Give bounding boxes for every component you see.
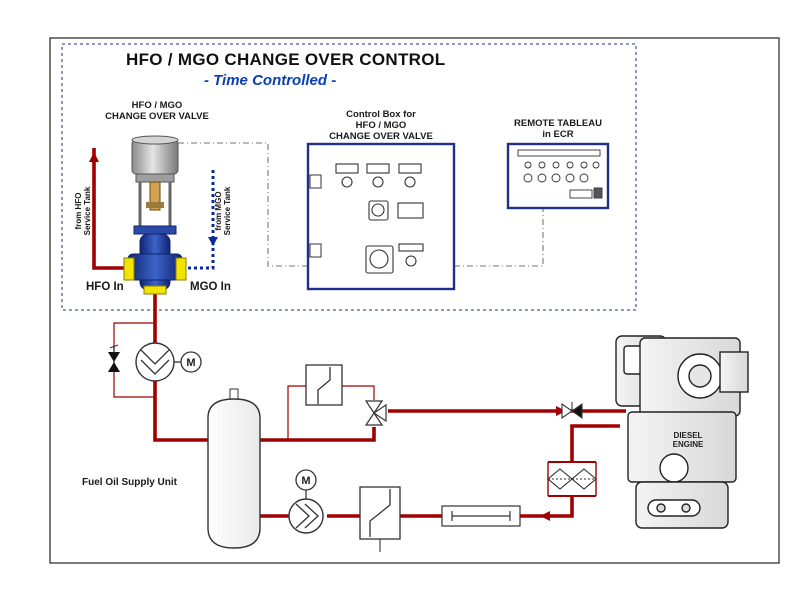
mgo-tank-label: from MGO Service Tank (214, 181, 234, 241)
page-subtitle: - Time Controlled - (204, 72, 337, 89)
engine-label-line1: DIESEL (674, 431, 703, 440)
feed-pump (135, 342, 202, 382)
relief-valve (108, 344, 120, 372)
three-way-valve (364, 400, 387, 426)
final-heater (359, 486, 401, 552)
flow-arrow-left (540, 511, 550, 521)
tableau-label: REMOTE TABLEAU in ECR (502, 118, 614, 140)
valve-label-line2: CHANGE OVER VALVE (105, 111, 209, 122)
hfo-tank-label: from HFO Service Tank (74, 181, 94, 241)
tableau-label-line2: in ECR (542, 129, 574, 140)
flow-arrow-right (556, 406, 566, 416)
control-box-label-line2: HFO / MGO (355, 120, 407, 131)
control-box-label-line1: Control Box for (346, 109, 416, 120)
mgo-supply-line (180, 170, 218, 270)
control-box-label-line3: CHANGE OVER VALVE (329, 131, 433, 142)
valve-label: HFO / MGO CHANGE OVER VALVE (104, 100, 210, 122)
circulation-pump (288, 469, 324, 534)
engine-inlet-valve (561, 402, 583, 420)
hfo-flow-arrow (89, 152, 99, 162)
remote-tableau (506, 142, 610, 210)
mgo-in-label: MGO In (190, 281, 231, 293)
control-box (306, 142, 456, 291)
mgo-tank-label-line1: from MGO (214, 191, 223, 231)
tableau-label-line1: REMOTE TABLEAU (514, 118, 602, 129)
valve-label-line1: HFO / MGO (131, 100, 183, 111)
hfo-in-label: HFO In (86, 281, 124, 293)
hfo-tank-label-line1: from HFO (74, 192, 83, 230)
circulation-motor-label: M (301, 475, 310, 487)
supply-unit-label: Fuel Oil Supply Unit (82, 477, 177, 488)
mixing-tank (207, 388, 261, 549)
mgo-tank-label-line2: Service Tank (223, 186, 232, 236)
viscosity-meter (305, 364, 343, 406)
outer-frame (49, 37, 780, 564)
control-box-label: Control Box for HFO / MGO CHANGE OVER VA… (318, 109, 444, 142)
duplex-filter (547, 461, 597, 497)
diesel-engine (615, 335, 749, 529)
engine-label-line2: ENGINE (673, 440, 704, 449)
changeover-valve (123, 135, 187, 295)
page-title: HFO / MGO CHANGE OVER CONTROL (126, 50, 446, 69)
fine-filter (441, 505, 540, 527)
feed-motor-label: M (186, 357, 195, 369)
hfo-tank-label-line2: Service Tank (83, 186, 92, 236)
signal-lines (178, 142, 544, 267)
